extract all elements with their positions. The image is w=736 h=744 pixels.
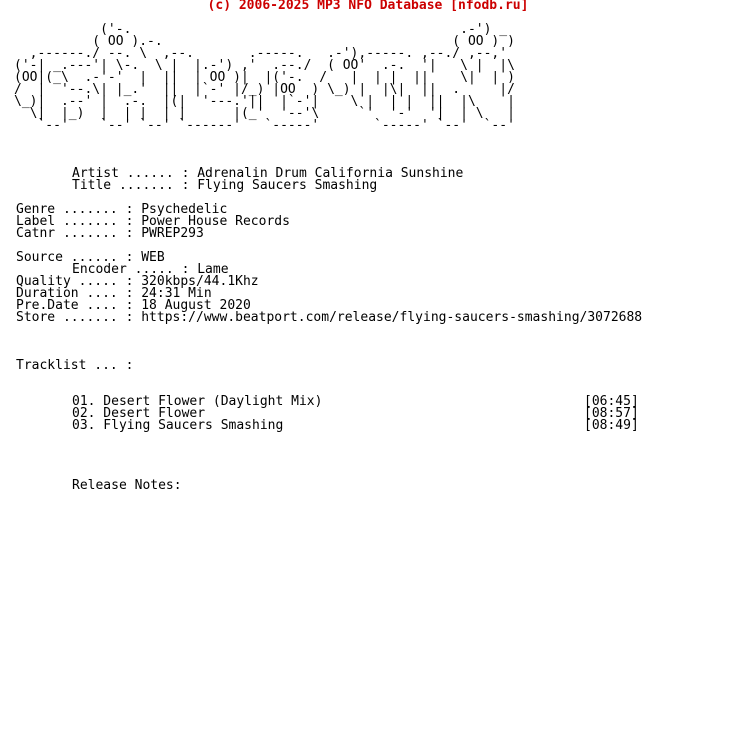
predate-line: Pre.Date .... : 18 August 2020 <box>16 298 251 313</box>
encoder-line: Encoder ..... : Lame <box>72 262 229 277</box>
nfodb-copyright-header: (c) 2006-2025 MP3 NFO Database [nfodb.ru… <box>207 0 529 13</box>
source-line: Source ...... : WEB <box>16 250 165 265</box>
track-title: 02. Desert Flower <box>72 406 206 421</box>
track-length: [08:49] <box>584 418 639 433</box>
store-line: Store ....... : https://www.beatport.com… <box>16 310 643 325</box>
track-title: 03. Flying Saucers Smashing <box>72 418 284 433</box>
tracklist-heading: Tracklist ... : <box>16 358 134 373</box>
track-title: 01. Desert Flower (Daylight Mix) <box>72 394 323 409</box>
ascii-logo-art: ('-. .-') _ ( OO ).-. ( OO ) ) ,------./… <box>14 22 515 133</box>
track-length: [08:57] <box>584 406 639 421</box>
release-notes-heading: Release Notes: <box>72 478 182 493</box>
track-length: [06:45] <box>584 394 639 409</box>
genre-line: Genre ....... : Psychedelic <box>16 202 228 217</box>
duration-line: Duration .... : 24:31 Min <box>16 286 212 301</box>
artist-line: Artist ...... : Adrenalin Drum Californi… <box>72 166 464 181</box>
quality-line: Quality ..... : 320kbps/44.1Khz <box>16 274 259 289</box>
catnr-line: Catnr ....... : PWREP293 <box>16 226 204 241</box>
label-line: Label ....... : Power House Records <box>16 214 290 229</box>
title-line: Title ....... : Flying Saucers Smashing <box>72 178 378 193</box>
